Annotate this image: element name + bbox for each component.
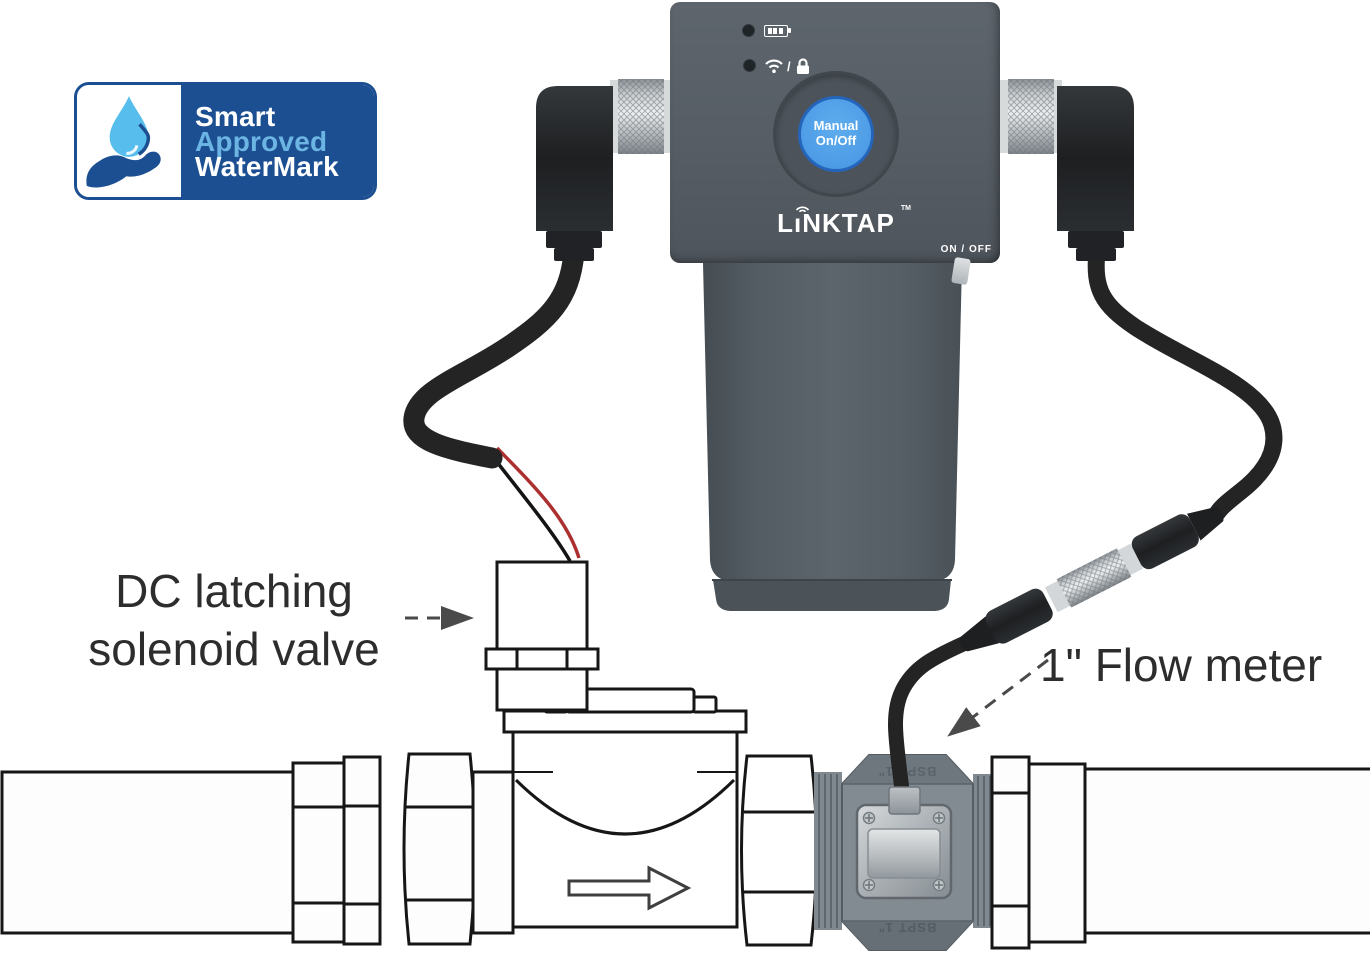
linktap-controller: / Manual On/Off LıNKTAP TM ON / OFF [670, 2, 1000, 286]
flow-meter-cable-gland [888, 786, 921, 815]
solenoid-collar [484, 647, 600, 671]
wifi-icon [765, 59, 783, 73]
manual-on-off-button: Manual On/Off [798, 96, 874, 172]
connector-right [998, 79, 1134, 261]
pipe-right-fittings [990, 755, 1370, 950]
on-off-label: ON / OFF [940, 244, 992, 255]
solenoid-label-line1: DC latching [115, 565, 353, 617]
lock-icon [797, 58, 809, 74]
badge-line-approved: Approved [195, 125, 328, 157]
trademark-symbol: TM [900, 205, 911, 212]
right-angle-plug-right [1057, 86, 1134, 231]
battery-led-indicator [742, 24, 755, 37]
inline-cable-connector [959, 506, 1224, 652]
flow-meter: BSPT 1" BSPT 1" [814, 754, 995, 951]
solenoid-label-line2: solenoid valve [88, 623, 380, 675]
battery-icon [764, 25, 791, 37]
device-bucket [703, 263, 962, 611]
pipe-neck [471, 770, 515, 935]
cable-left [403, 241, 585, 469]
badge-text-panel: Smart Approved WaterMark [181, 85, 374, 197]
solenoid-valve-drawing [484, 446, 818, 947]
valve-bowl-arc [514, 778, 736, 836]
badge-icon-panel [77, 85, 181, 197]
water-drop-icon [109, 96, 149, 157]
flow-meter-pointer-arrow [947, 658, 1049, 737]
solenoid-coil [495, 560, 589, 712]
fitting-right [1027, 762, 1087, 944]
valve-flange [502, 709, 748, 734]
solenoid-wire-red [495, 446, 581, 559]
pipe-left [0, 770, 295, 935]
pipe-right [1083, 767, 1370, 935]
linktap-logo: LıNKTAP TM [749, 205, 923, 242]
solenoid-wire-black [488, 451, 572, 562]
badge-line-smart: Smart [195, 100, 276, 132]
flow-direction-arrow [567, 865, 692, 911]
hex-nut-valve-right [740, 754, 818, 947]
smart-watermark-badge: Smart Approved WaterMark [74, 82, 377, 200]
hex-nut-left [402, 752, 477, 946]
right-angle-plug-left [536, 86, 613, 231]
button-label-line2: On/Off [815, 133, 857, 148]
collar-right [990, 755, 1031, 950]
cable-right-upper [1087, 242, 1283, 521]
cable-right-lower [888, 636, 971, 798]
cables [403, 241, 1283, 798]
badge-line-watermark: WaterMark [195, 150, 339, 182]
hand-water-drop-icon [86, 96, 161, 188]
linktap-wordmark: LıNKTAP [777, 208, 895, 238]
pipe-drawing [0, 752, 515, 946]
logo-wifi-arcs-icon [795, 206, 810, 212]
hand-icon [86, 151, 161, 188]
flow-meter-label: 1" Flow meter [1040, 639, 1323, 691]
status-led-indicator [743, 59, 756, 72]
pipe-fitting-2 [342, 755, 382, 946]
button-label-line1: Manual [813, 118, 859, 134]
valve-body [511, 729, 739, 929]
flow-meter-embossed-text-bottom: BSPT 1" [878, 920, 937, 935]
pipe-fitting-1 [291, 761, 346, 944]
connector-left [536, 79, 674, 261]
icon-separator: / [787, 59, 791, 74]
